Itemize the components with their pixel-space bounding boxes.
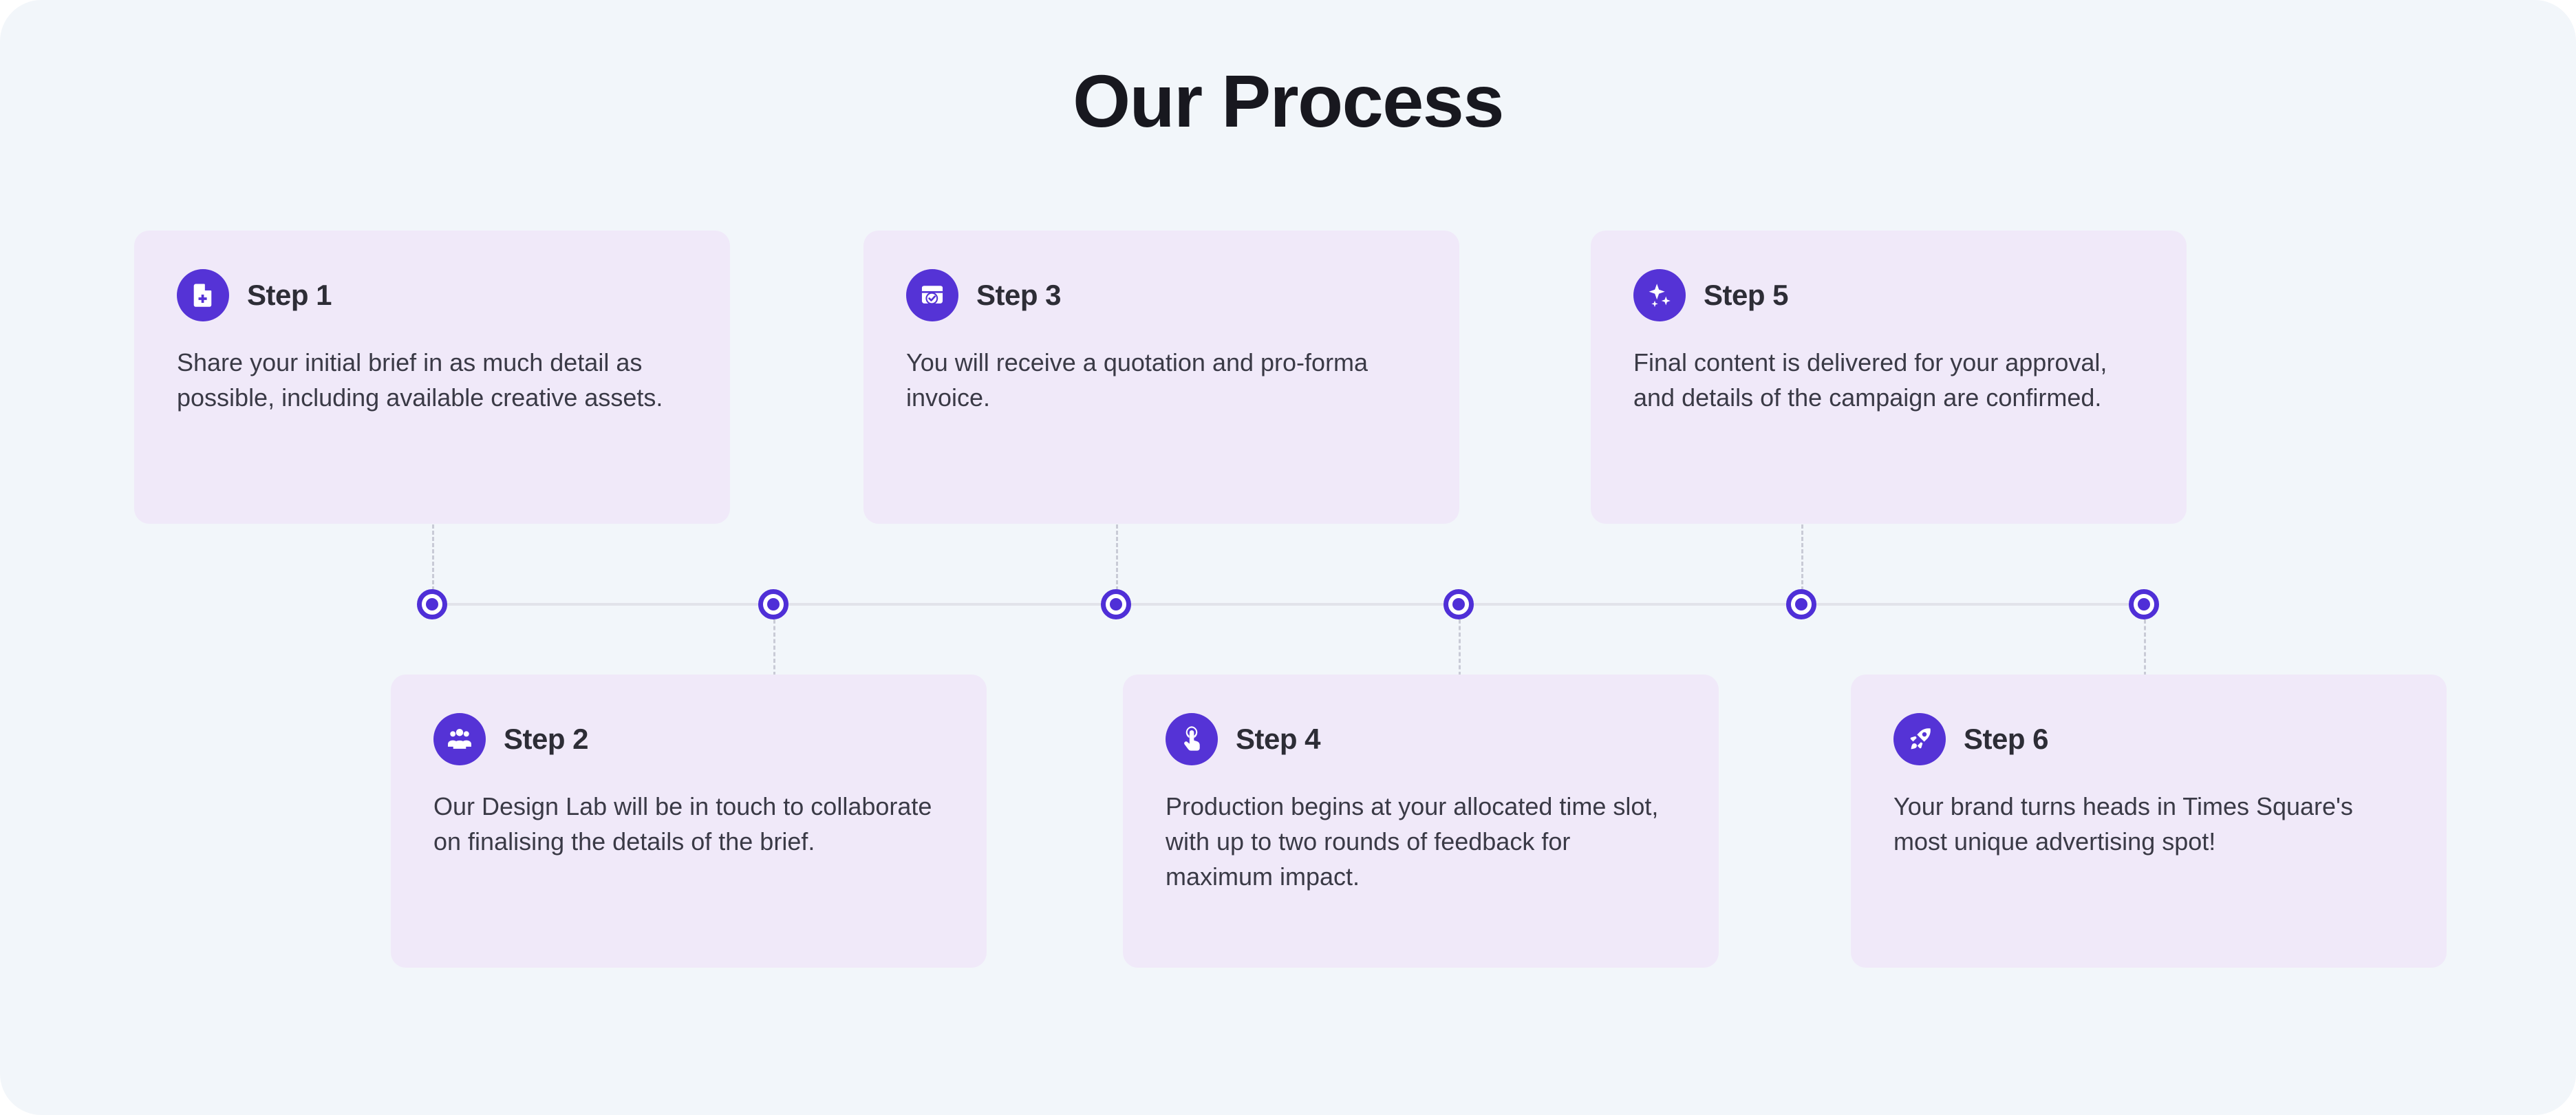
step-card-1[interactable]: Step 1 Share your initial brief in as mu… <box>134 231 730 524</box>
timeline-dot-4[interactable] <box>1443 589 1474 619</box>
step-card-3-header: Step 3 <box>906 269 1417 321</box>
timeline-stem-step-3 <box>1116 524 1118 591</box>
step-card-4-title: Step 4 <box>1236 723 1321 755</box>
step-card-5-title: Step 5 <box>1704 279 1789 311</box>
step-card-6-body: Your brand turns heads in Times Square's… <box>1893 792 2353 856</box>
step-card-2-title: Step 2 <box>504 723 589 755</box>
step-card-2-body: Our Design Lab will be in touch to colla… <box>433 792 932 856</box>
step-card-1-header: Step 1 <box>177 269 687 321</box>
timeline-stem-step-5 <box>1801 524 1803 591</box>
step-card-1-body: Share your initial brief in as much deta… <box>177 348 663 412</box>
step-card-2[interactable]: Step 2 Our Design Lab will be in touch t… <box>391 675 987 968</box>
step-card-6-header: Step 6 <box>1893 713 2404 765</box>
step-card-3-title: Step 3 <box>976 279 1062 311</box>
step-card-4-body: Production begins at your allocated time… <box>1166 792 1659 891</box>
timeline-stem-step-6 <box>2144 619 2146 676</box>
invoice-check-icon <box>906 269 958 321</box>
tap-hand-icon <box>1166 713 1218 765</box>
step-card-5-header: Step 5 <box>1633 269 2144 321</box>
step-card-6[interactable]: Step 6 Your brand turns heads in Times S… <box>1851 675 2447 968</box>
timeline-dot-5[interactable] <box>1786 589 1816 619</box>
document-plus-icon <box>177 269 229 321</box>
page-title: Our Process <box>1073 59 1504 142</box>
timeline-stem-step-2 <box>773 619 775 676</box>
timeline-dot-6[interactable] <box>2129 589 2159 619</box>
step-card-3-body: You will receive a quotation and pro-for… <box>906 348 1368 412</box>
timeline-stem-step-4 <box>1459 619 1461 676</box>
step-card-5-body: Final content is delivered for your appr… <box>1633 348 2107 412</box>
step-card-6-title: Step 6 <box>1964 723 2049 755</box>
timeline-axis-line <box>432 603 2145 606</box>
timeline-dot-1[interactable] <box>417 589 447 619</box>
sparkles-icon <box>1633 269 1686 321</box>
step-card-3[interactable]: Step 3 You will receive a quotation and … <box>863 231 1459 524</box>
step-card-5[interactable]: Step 5 Final content is delivered for yo… <box>1591 231 2187 524</box>
step-card-4-header: Step 4 <box>1166 713 1676 765</box>
people-group-icon <box>433 713 486 765</box>
timeline-dot-2[interactable] <box>758 589 788 619</box>
timeline-stem-step-1 <box>432 524 434 591</box>
step-card-4[interactable]: Step 4 Production begins at your allocat… <box>1123 675 1719 968</box>
timeline-dot-3[interactable] <box>1101 589 1131 619</box>
rocket-icon <box>1893 713 1946 765</box>
step-card-2-header: Step 2 <box>433 713 944 765</box>
step-card-1-title: Step 1 <box>247 279 332 311</box>
